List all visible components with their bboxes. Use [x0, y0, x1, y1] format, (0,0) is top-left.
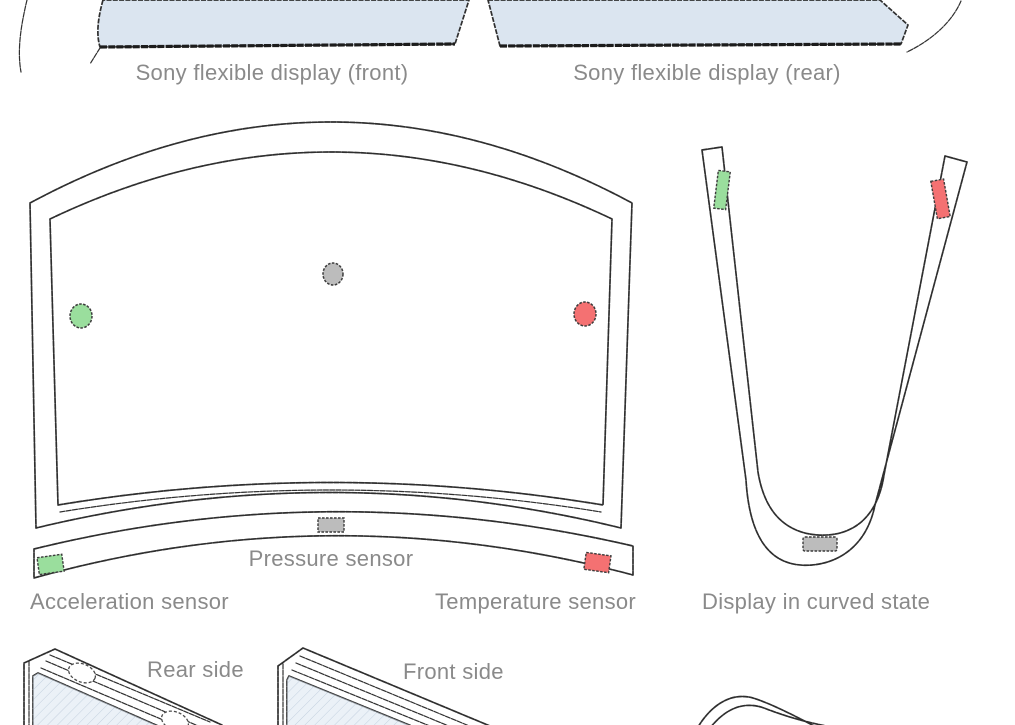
temperature-sensor-chip: [583, 551, 612, 574]
sensor-strip: [33, 510, 634, 579]
rear-display-illustration: [487, 0, 962, 53]
panel-bottom-double-line: [59, 489, 602, 513]
panel-inner-outline: [49, 151, 613, 506]
v-shape-outline: [701, 146, 968, 567]
bent-display-arch: [698, 695, 826, 725]
acceleration-sensor-chip-curved: [712, 169, 732, 211]
label-sony-flexible-display-front: Sony flexible display (front): [135, 60, 409, 85]
acceleration-sensor-dot: [69, 303, 93, 329]
front-display-illustration: [18, 0, 470, 73]
curved-display-v-shape: [701, 146, 968, 567]
device-frame-line: [295, 662, 448, 725]
label-front-side: Front side: [403, 659, 504, 684]
device-screen-tint: [287, 676, 410, 725]
pressure-sensor-chip: [317, 517, 345, 533]
label-sony-flexible-display-rear: Sony flexible display (rear): [573, 60, 841, 85]
arch-inner-screen: [711, 704, 826, 725]
device-screen-tint: [33, 673, 156, 725]
label-temperature-sensor: Temperature sensor: [435, 589, 637, 614]
label-acceleration-sensor: Acceleration sensor: [30, 589, 229, 614]
label-rear-side: Rear side: [147, 657, 244, 682]
label-pressure-sensor: Pressure sensor: [248, 546, 414, 571]
temperature-sensor-chip-curved: [929, 178, 952, 220]
front-display-panel: [97, 0, 470, 48]
rear-side-device: [23, 648, 223, 725]
temperature-sensor-dot: [573, 301, 597, 327]
pressure-sensor-dot: [322, 262, 344, 286]
hand-sketch-line: [18, 0, 28, 73]
flat-display-panel: [29, 121, 633, 529]
acceleration-sensor-chip: [36, 553, 65, 576]
camera-lens-ellipse: [67, 662, 97, 684]
rear-display-panel: [487, 0, 909, 47]
front-display-bottom-edge: [99, 42, 456, 49]
rear-display-bottom-edge: [499, 42, 902, 48]
hand-sketch-line: [89, 47, 101, 65]
device-frame-line: [291, 669, 429, 725]
panel-outer-outline: [29, 121, 633, 529]
device-frame-line: [299, 655, 469, 725]
label-display-in-curved-state: Display in curved state: [702, 589, 931, 614]
page-curl-sketch-line: [906, 0, 962, 53]
pressure-sensor-chip-curved: [802, 536, 838, 552]
sensor-strip-outline: [33, 510, 634, 579]
front-side-device: [277, 647, 490, 725]
arch-outer-line: [698, 695, 815, 725]
camera-lens-ellipse: [160, 710, 190, 725]
